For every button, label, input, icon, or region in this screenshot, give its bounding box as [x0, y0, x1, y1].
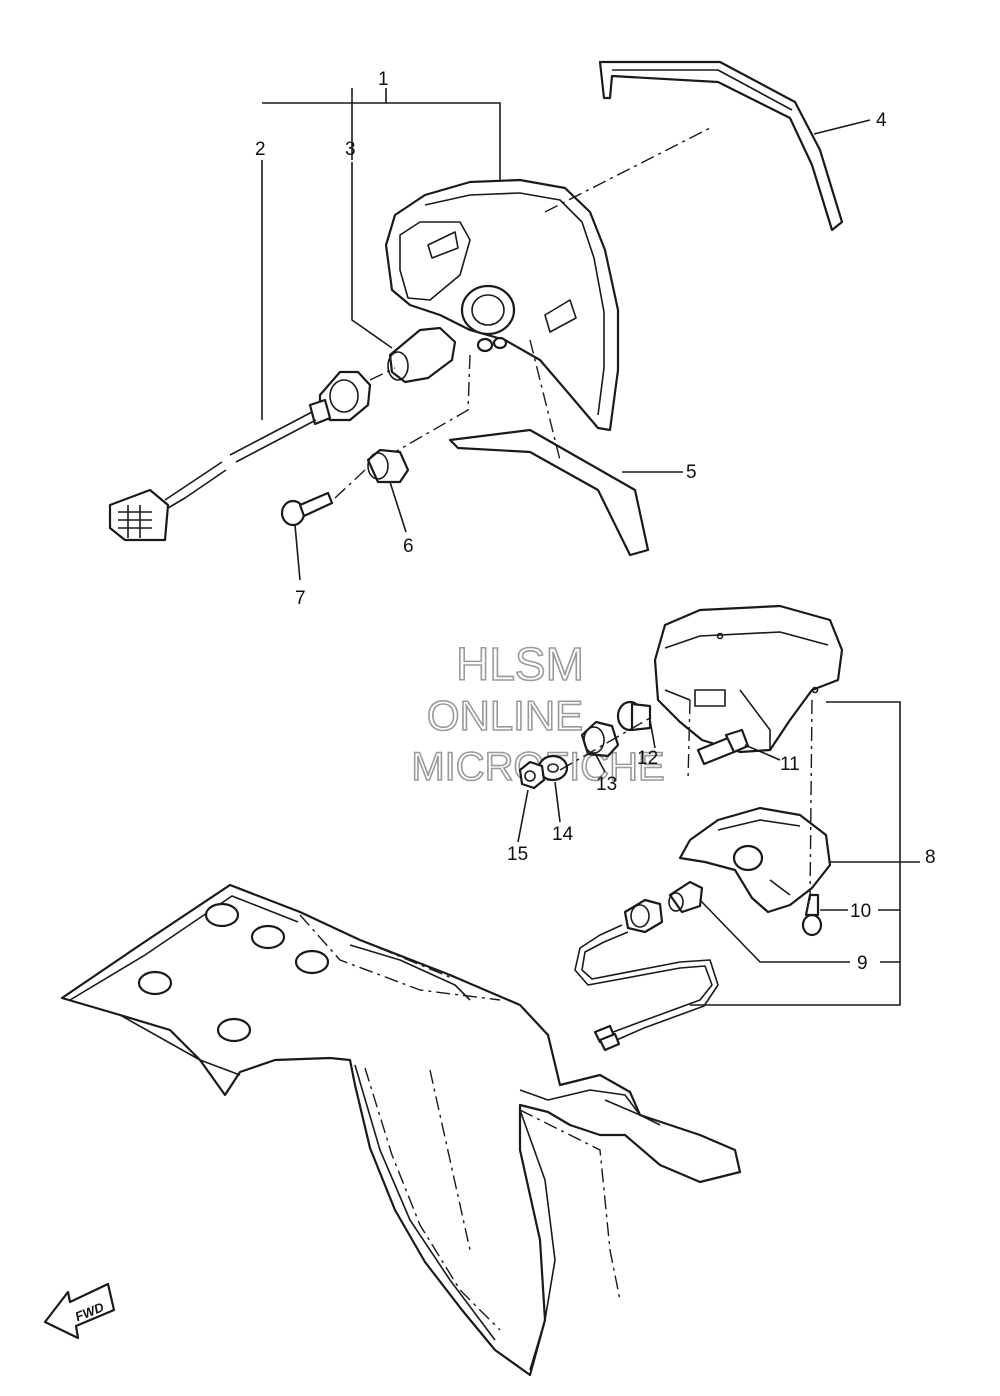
callout-2: 2	[255, 139, 266, 160]
center-lines-lower	[559, 699, 813, 901]
callout-10: 10	[850, 901, 871, 922]
callout-12: 12	[637, 748, 658, 769]
watermark: HLSM ONLINE MICROFICHE	[411, 637, 666, 790]
callout-9: 9	[857, 953, 868, 974]
callout-8: 8	[925, 847, 936, 868]
leader-lines	[261, 88, 920, 1006]
callout-3: 3	[345, 139, 356, 160]
callout-6: 6	[403, 536, 414, 557]
watermark-line-1: HLSM	[456, 638, 584, 690]
callout-11: 11	[780, 754, 800, 775]
fwd-arrow: FWD	[43, 1282, 116, 1340]
part-4-lens-cover	[598, 60, 844, 232]
part-9-bulb-socket	[574, 880, 719, 1052]
part-6-grommet	[366, 448, 410, 484]
part-3-bulb	[387, 326, 457, 384]
part-2-socket-wire	[108, 370, 372, 542]
part-14-washer	[537, 754, 569, 782]
rear-fender	[60, 883, 742, 1377]
callout-4: 4	[876, 110, 887, 131]
callout-13: 13	[596, 774, 617, 795]
license-light-base	[678, 806, 832, 914]
part-5-lower-cover	[448, 428, 650, 557]
callout-15: 15	[507, 844, 528, 865]
watermark-line-2: ONLINE	[427, 692, 583, 739]
callout-1: 1	[378, 69, 389, 90]
callout-5: 5	[686, 462, 697, 483]
callouts: 1 2 3 4 5 6 7 8 9 10 11 12 13 14 15	[255, 69, 936, 974]
part-10-screw	[801, 893, 823, 937]
tail-light-housing	[384, 178, 620, 432]
part-12-collar	[616, 700, 652, 732]
part-15-nut	[518, 760, 546, 790]
callout-14: 14	[552, 824, 574, 845]
license-light-housing	[653, 604, 844, 754]
part-7-screw	[280, 491, 334, 527]
center-lines-upper	[334, 126, 713, 499]
callout-7: 7	[295, 588, 306, 609]
